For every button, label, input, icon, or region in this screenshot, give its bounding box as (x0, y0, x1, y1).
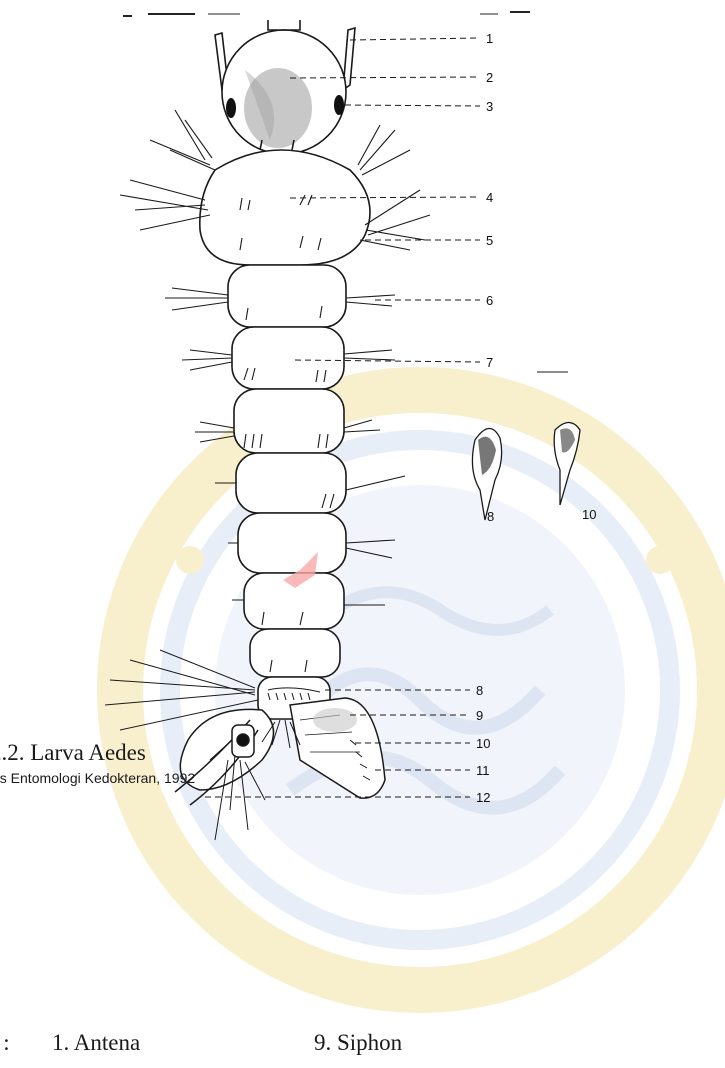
larva-head (215, 20, 355, 154)
callout-1: 1 (486, 31, 493, 46)
caption-source: as Entomologi Kedokteran, 1992 (0, 770, 195, 786)
callout-11: 11 (476, 763, 490, 778)
callout-9: 9 (476, 708, 483, 723)
callout-2: 2 (486, 70, 493, 85)
inset-label-10: 10 (582, 507, 596, 522)
legend-item-antena: 1. Antena (52, 1030, 140, 1056)
left-eye (226, 98, 236, 118)
right-eye (334, 95, 344, 115)
legend-item-siphon: 9. Siphon (314, 1030, 402, 1056)
callout-4: 4 (486, 190, 493, 205)
callout-12: 12 (476, 790, 490, 805)
university-watermark (120, 381, 720, 990)
callout-10: 10 (476, 736, 490, 751)
figure-caption: 2.2. Larva Aedes as Entomologi Kedoktera… (0, 740, 195, 786)
callout-5: 5 (486, 233, 493, 248)
caption-title: 2.2. Larva Aedes (0, 740, 195, 766)
callout-7: 7 (486, 355, 493, 370)
inset-label-8: 8 (487, 509, 494, 524)
scan-marks (123, 12, 530, 16)
legend-prefix: n : (0, 1030, 10, 1056)
callout-8: 8 (476, 683, 483, 698)
callout-3: 3 (486, 99, 493, 114)
callout-6: 6 (486, 293, 493, 308)
